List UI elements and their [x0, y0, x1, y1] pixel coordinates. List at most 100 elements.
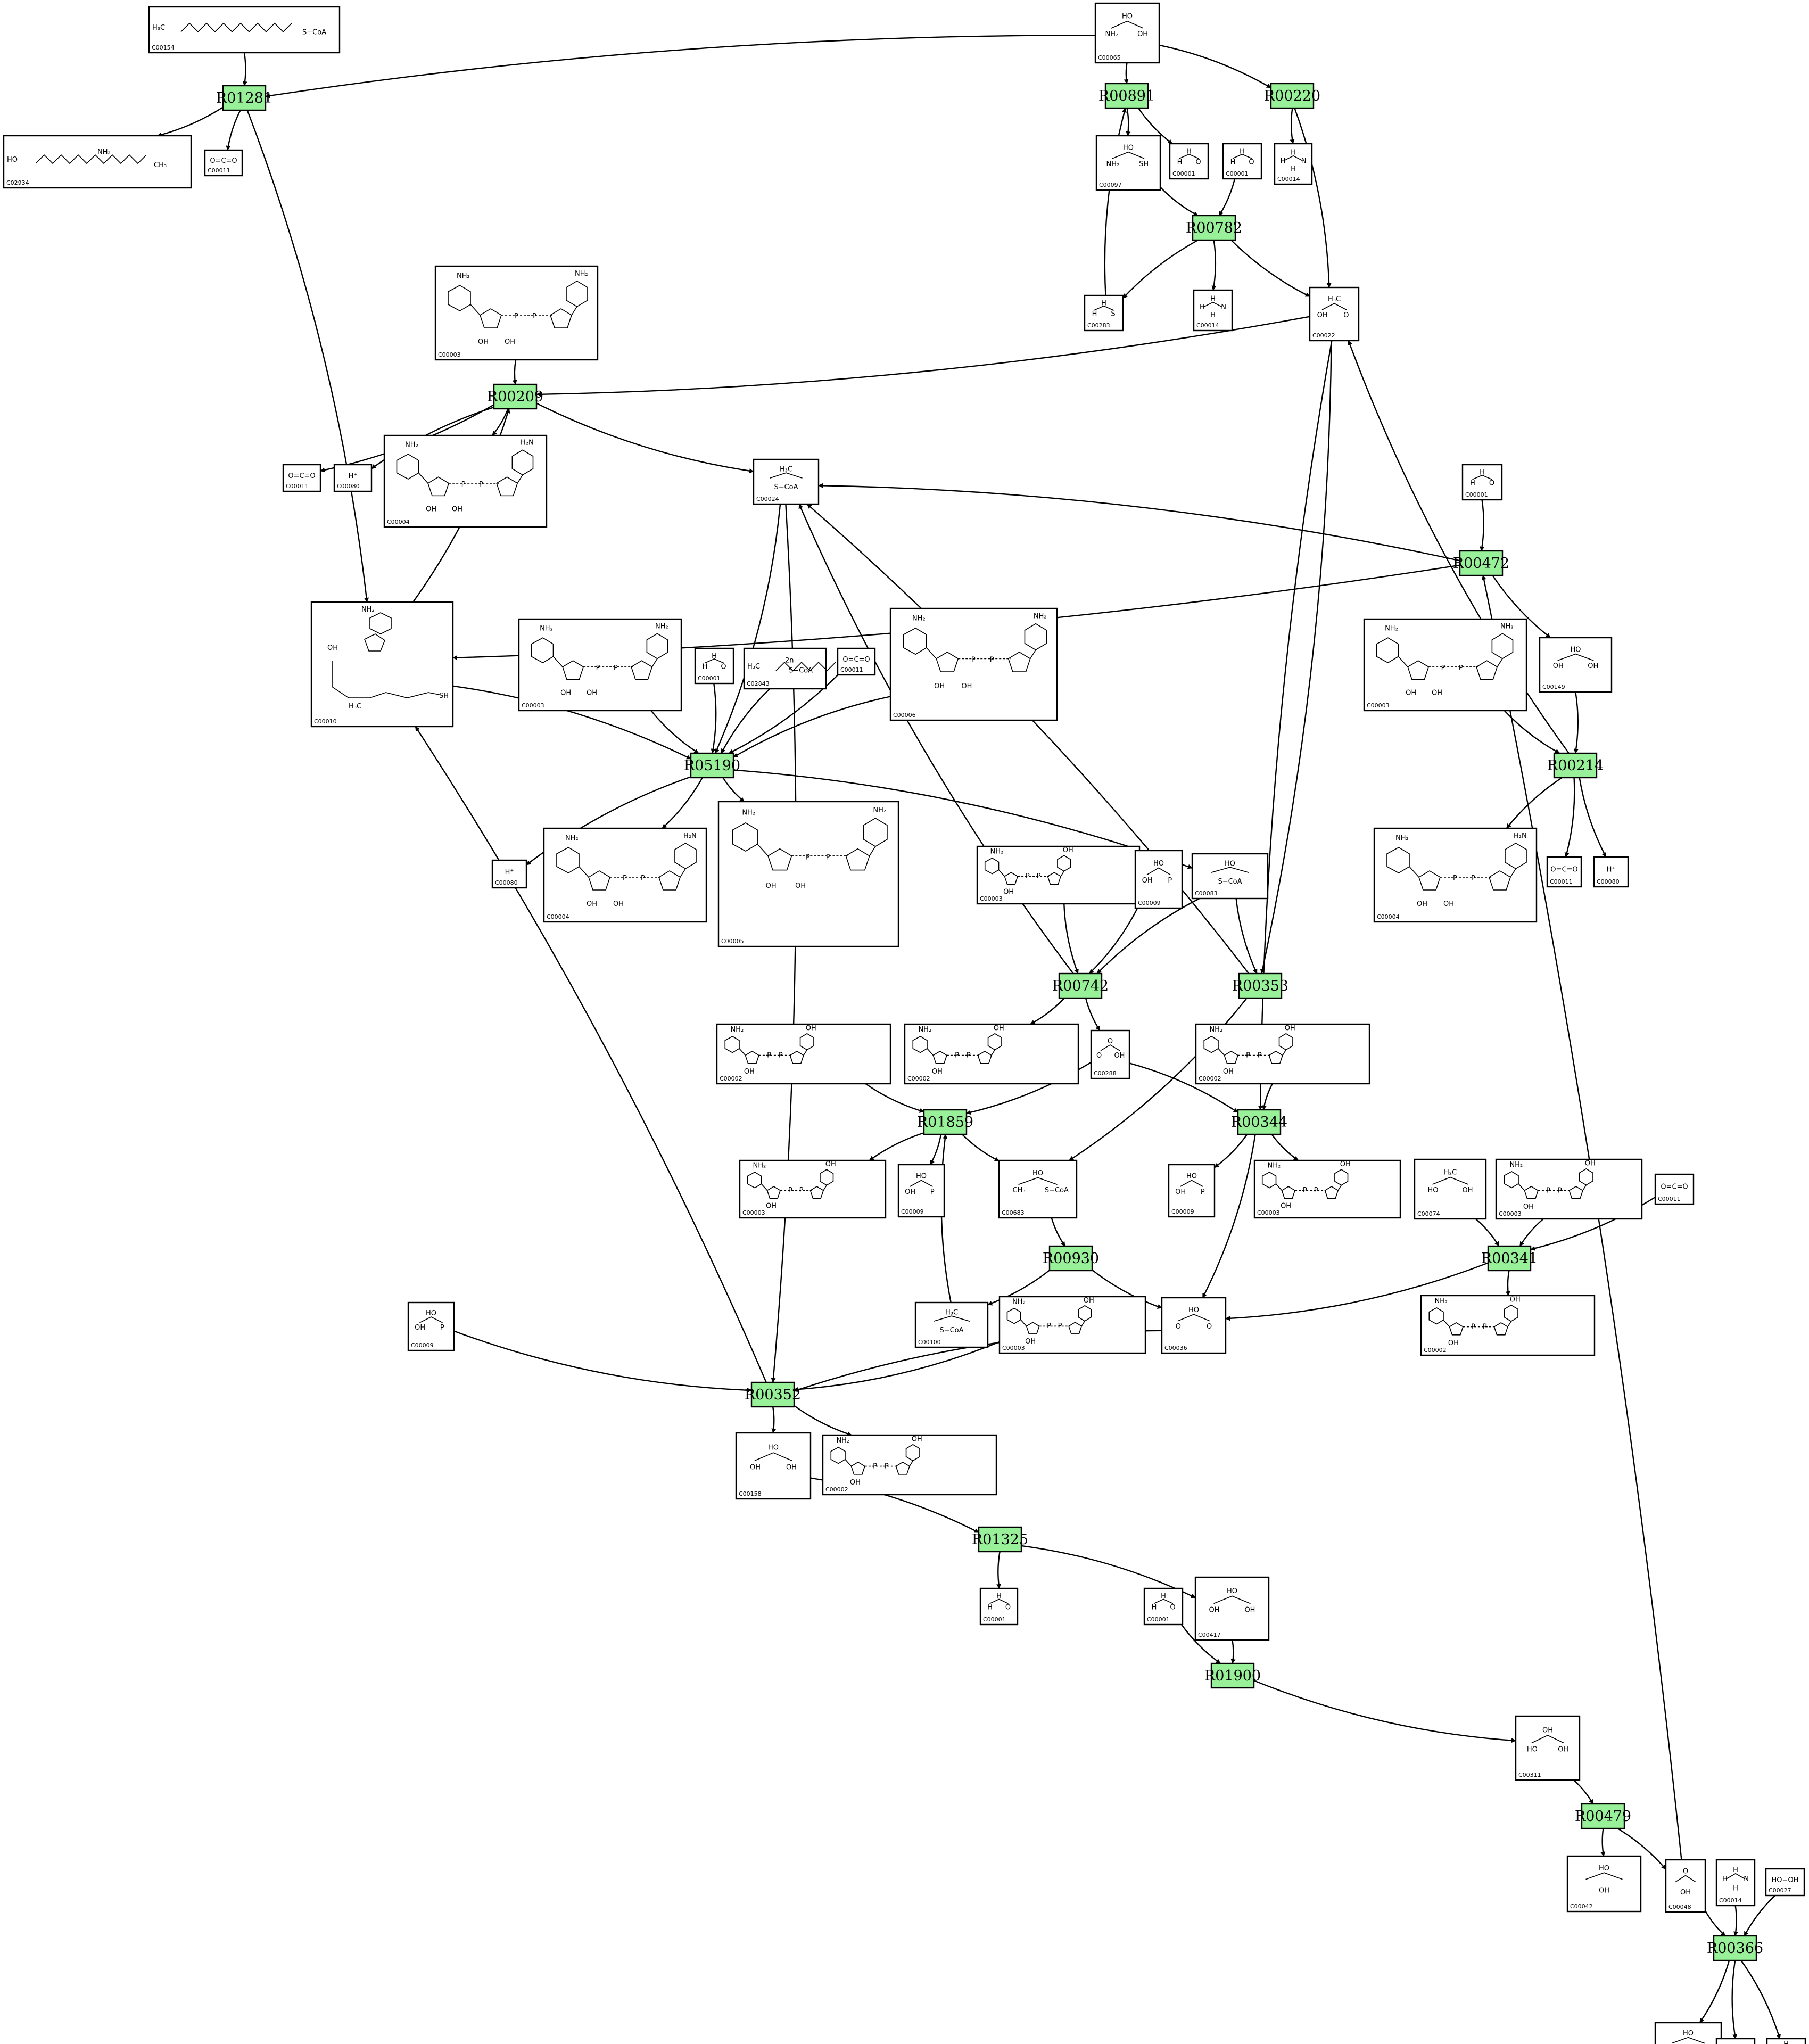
reaction-node[interactable]: R01325	[972, 1526, 1028, 1553]
reaction-node[interactable]: R00479	[1575, 1803, 1631, 1829]
reaction-node[interactable]: R00742	[1052, 972, 1109, 999]
reaction-node[interactable]: R01900	[1204, 1662, 1261, 1689]
reaction-node[interactable]: R01859	[917, 1109, 973, 1135]
compound-box[interactable]: H⁺C00080	[1593, 856, 1629, 888]
compound-box[interactable]: H⁺C00080	[491, 859, 527, 889]
svg-text:H: H	[1281, 157, 1286, 165]
reaction-node[interactable]: R01281	[216, 85, 272, 111]
structure-drawing: O=C=O	[210, 157, 237, 165]
compound-id-label: C00149	[1542, 683, 1565, 690]
reaction-edge	[721, 688, 771, 754]
reaction-node[interactable]: R00930	[1043, 1245, 1099, 1272]
reaction-node[interactable]: R00472	[1453, 550, 1509, 576]
reaction-node[interactable]: R00891	[1098, 83, 1155, 109]
reaction-edge	[1096, 897, 1200, 974]
reaction-label: R05190	[684, 757, 740, 774]
compound-box[interactable]: HONH₂C00037	[1654, 2022, 1722, 2044]
reaction-edge	[714, 504, 781, 754]
reaction-edge	[1704, 1910, 1726, 1936]
reaction-node[interactable]: R00214	[1547, 752, 1604, 779]
reaction-node[interactable]: R00344	[1231, 1109, 1287, 1135]
reaction-node[interactable]: R00782	[1186, 215, 1242, 241]
reaction-node[interactable]: R00366	[1707, 1935, 1763, 1961]
reaction-node[interactable]: R00352	[745, 1381, 801, 1408]
structure-drawing: HOH	[987, 1593, 1011, 1611]
compound-box[interactable]: O=OC00007	[1715, 2038, 1756, 2044]
svg-text:P: P	[596, 664, 600, 672]
svg-text:HO: HO	[1122, 13, 1133, 21]
svg-text:OH: OH	[1510, 1296, 1521, 1304]
svg-text:P: P	[990, 656, 994, 664]
reaction-node[interactable]: R00209	[487, 383, 543, 410]
reaction-node[interactable]: R00353	[1232, 972, 1288, 999]
reaction-node[interactable]: R05190	[684, 752, 740, 779]
reaction-node[interactable]: R00220	[1264, 83, 1320, 109]
reaction-node[interactable]: R00341	[1481, 1245, 1538, 1272]
reaction-label: R01325	[972, 1531, 1028, 1548]
compound-box[interactable]: H⁺C00080	[333, 464, 373, 492]
